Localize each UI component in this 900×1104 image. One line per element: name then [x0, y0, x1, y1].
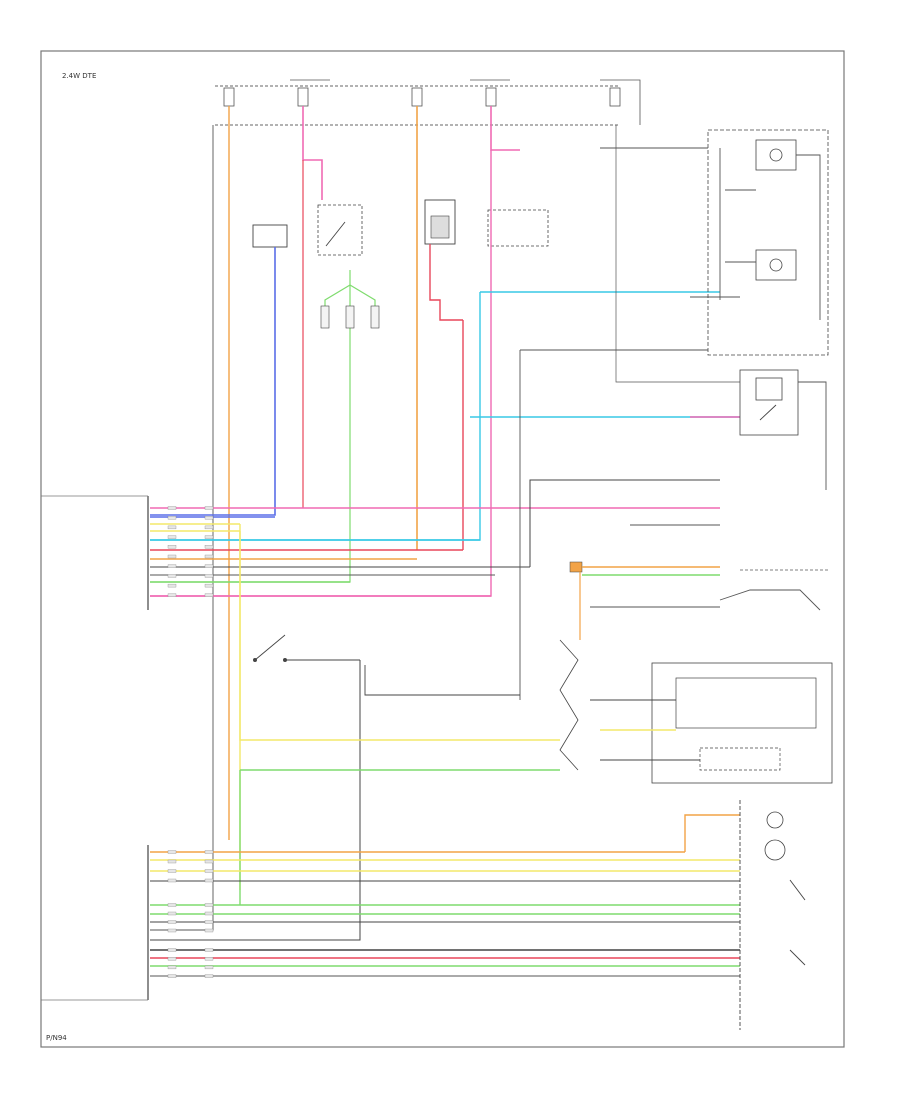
connector-pin	[167, 974, 177, 978]
fuse-block-3	[411, 87, 423, 107]
connector-pin	[204, 957, 214, 961]
left-middle-switch	[150, 634, 520, 941]
connector-pin	[204, 583, 214, 588]
connector-pin	[204, 869, 214, 873]
fuse-block-2	[297, 87, 309, 107]
brake-switch-box	[252, 224, 288, 248]
page-border	[40, 50, 845, 1048]
speed-sensor-box	[424, 199, 456, 245]
connector-pin	[167, 564, 177, 568]
connector-pin	[204, 506, 214, 510]
connector-pin	[167, 878, 177, 883]
connector-pin	[167, 911, 177, 916]
transmission-range-switch-box	[317, 204, 363, 256]
connector-pin	[167, 869, 177, 873]
connector-pin	[167, 506, 177, 510]
relay-box-2	[739, 369, 799, 436]
connector-pin-marks	[167, 506, 214, 978]
corner-note: 2.4W DTE	[62, 72, 97, 80]
connector-pin	[204, 574, 214, 578]
connector-pin	[167, 583, 177, 588]
long-down-wires	[239, 524, 560, 905]
connector-block-lower	[41, 800, 806, 1030]
connector-pin	[204, 516, 214, 520]
connector-pin	[204, 545, 214, 549]
connector-pin	[167, 965, 177, 970]
fuse-block-5	[609, 87, 621, 107]
connector-pin	[167, 920, 177, 924]
cyan-wires	[150, 291, 740, 541]
connector-pin	[204, 554, 214, 559]
connector-pin	[204, 903, 214, 907]
right-relays	[520, 125, 829, 490]
clutch-switch-box	[651, 662, 833, 784]
connector-pin	[167, 554, 177, 559]
connector-pin	[167, 535, 177, 539]
tcc-solenoid-box	[487, 209, 549, 247]
connector-pin	[167, 928, 177, 933]
connector-pin	[204, 965, 214, 970]
connector-pin	[167, 516, 177, 520]
connector-pin	[167, 574, 177, 578]
connector-pin	[204, 859, 214, 864]
connector-pin	[204, 593, 214, 597]
connector-pin	[167, 525, 177, 530]
range-switch-branches	[150, 270, 380, 583]
connector-pin	[167, 859, 177, 864]
connector-pin	[167, 948, 177, 952]
fuse-block-1	[223, 87, 235, 107]
connector-pin	[204, 920, 214, 924]
connector-pin	[167, 957, 177, 961]
speed-sensor-inner	[430, 215, 450, 239]
connector-pin	[204, 850, 214, 854]
connector-pin	[167, 545, 177, 549]
connector-pin	[204, 535, 214, 539]
top-fuse-row	[215, 79, 641, 126]
connector-block-upper	[41, 350, 720, 700]
relay-box-1	[707, 129, 829, 356]
connector-pin	[167, 850, 177, 854]
connector-pin	[204, 878, 214, 883]
connector-pin	[167, 593, 177, 597]
connector-pin	[204, 948, 214, 952]
connector-pin	[167, 903, 177, 907]
connector-pin	[204, 564, 214, 568]
middle-right-components	[559, 561, 833, 784]
connector-pin	[204, 525, 214, 530]
footer-note: P/N94	[46, 1034, 67, 1042]
connector-pin	[204, 911, 214, 916]
upper-components	[252, 199, 549, 256]
fuse-block-4	[485, 87, 497, 107]
connector-pin	[204, 928, 214, 933]
connector-pin	[204, 974, 214, 978]
